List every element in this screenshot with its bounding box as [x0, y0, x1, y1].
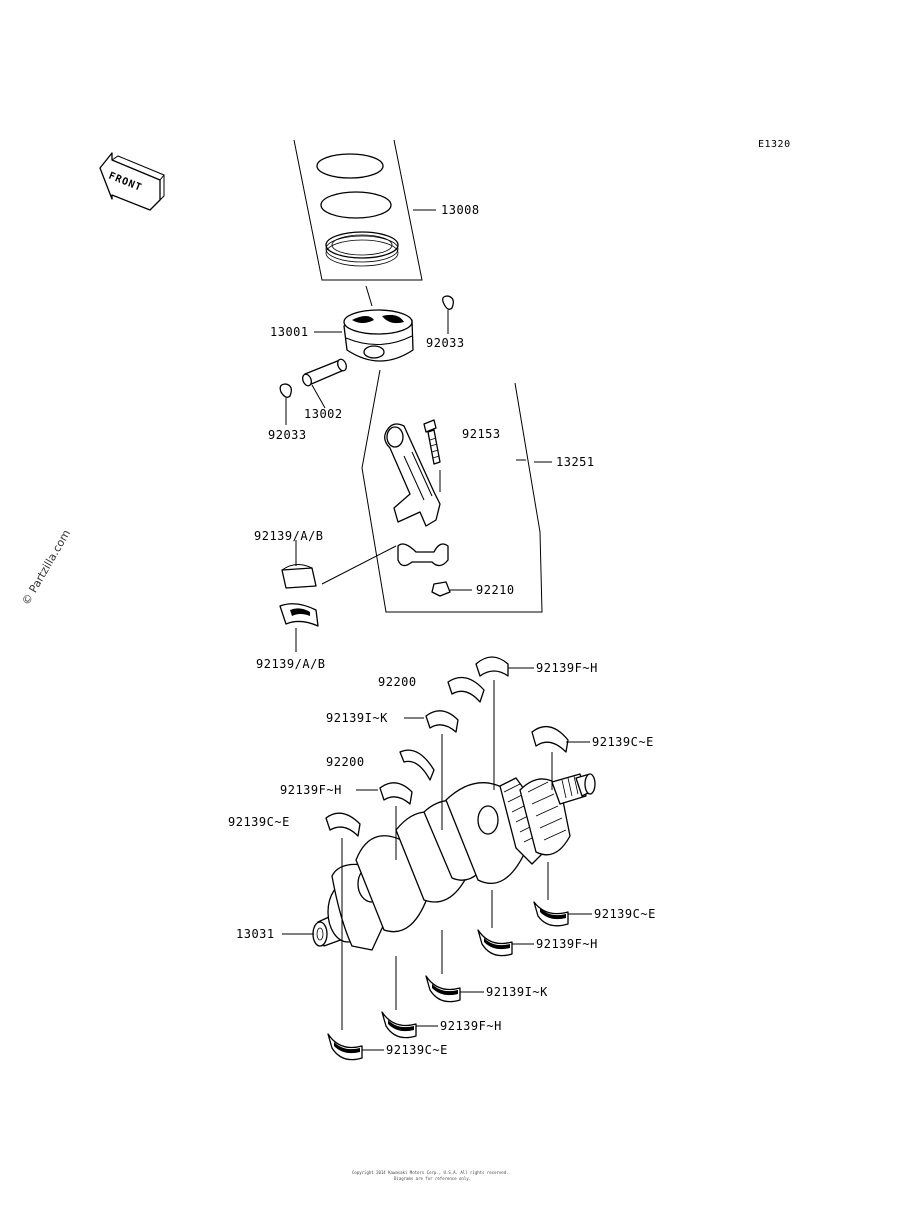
- label-92139ab-a: 92139/A/B: [254, 529, 324, 543]
- label-92139fh-mid: 92139F~H: [280, 783, 342, 797]
- circlip-left: [279, 383, 292, 398]
- label-92033-a: 92033: [426, 336, 465, 350]
- label-13001: 13001: [270, 325, 309, 339]
- main-bearing-bottom-1: [477, 929, 513, 957]
- footer-line-1: Copyright 2014 Kawasaki Motors Corp., U.…: [352, 1170, 509, 1175]
- label-13251: 13251: [556, 455, 595, 469]
- conrod-bearing-upper: [281, 564, 317, 589]
- label-92153: 92153: [462, 427, 501, 441]
- label-92200-b: 92200: [326, 755, 365, 769]
- main-bearing-bottom-right: [533, 901, 569, 927]
- ring-set-group: [293, 139, 423, 281]
- conrod-bearing-lower: [279, 603, 319, 627]
- second-ring: [320, 191, 392, 219]
- label-92139ce-bot: 92139C~E: [386, 1043, 448, 1057]
- oil-ring: [325, 231, 399, 267]
- footer-line-2: Diagrams are for reference only.: [394, 1176, 471, 1181]
- main-bearing-top-1: [475, 656, 509, 677]
- label-92139ce-tr: 92139C~E: [592, 735, 654, 749]
- label-92139fh-bot: 92139F~H: [440, 1019, 502, 1033]
- piston: [343, 309, 414, 362]
- label-92210: 92210: [476, 583, 515, 597]
- label-92139ce-r: 92139C~E: [594, 907, 656, 921]
- main-bearing-bottom-2: [425, 975, 461, 1003]
- label-92139fh-top: 92139F~H: [536, 661, 598, 675]
- main-bearing-top-2: [425, 710, 459, 733]
- label-13002: 13002: [304, 407, 343, 421]
- thrust-washer-1: [447, 676, 485, 703]
- diagram-code: E1320: [758, 139, 791, 150]
- label-13008: 13008: [441, 203, 480, 217]
- conrod-group: [361, 369, 543, 613]
- crankshaft: [312, 773, 596, 951]
- main-bearing-top-4: [325, 812, 361, 837]
- rod-cap-bearing: [397, 543, 449, 567]
- main-bearing-top-right: [531, 725, 569, 753]
- label-92139ik-bot: 92139I~K: [486, 985, 548, 999]
- main-bearing-bottom-3: [381, 1011, 417, 1039]
- label-92139ab-b: 92139/A/B: [256, 657, 326, 671]
- label-92200-a: 92200: [378, 675, 417, 689]
- label-92139ce-l: 92139C~E: [228, 815, 290, 829]
- connecting-rod: [384, 423, 441, 527]
- label-92139ik-top: 92139I~K: [326, 711, 388, 725]
- top-ring: [316, 153, 384, 179]
- conrod-bolt: [423, 419, 441, 465]
- watermark: © Partzilla.com: [19, 527, 73, 607]
- circlip-right: [442, 295, 454, 310]
- label-92033-b: 92033: [268, 428, 307, 442]
- thrust-washer-2: [399, 749, 435, 781]
- main-bearing-bottom-4: [327, 1033, 363, 1061]
- piston-pin: [302, 358, 347, 387]
- label-92139fh-r: 92139F~H: [536, 937, 598, 951]
- conrod-nut: [431, 581, 451, 597]
- front-arrow-icon: FRONT: [99, 152, 165, 211]
- label-13031: 13031: [236, 927, 275, 941]
- main-bearing-top-3: [379, 782, 413, 805]
